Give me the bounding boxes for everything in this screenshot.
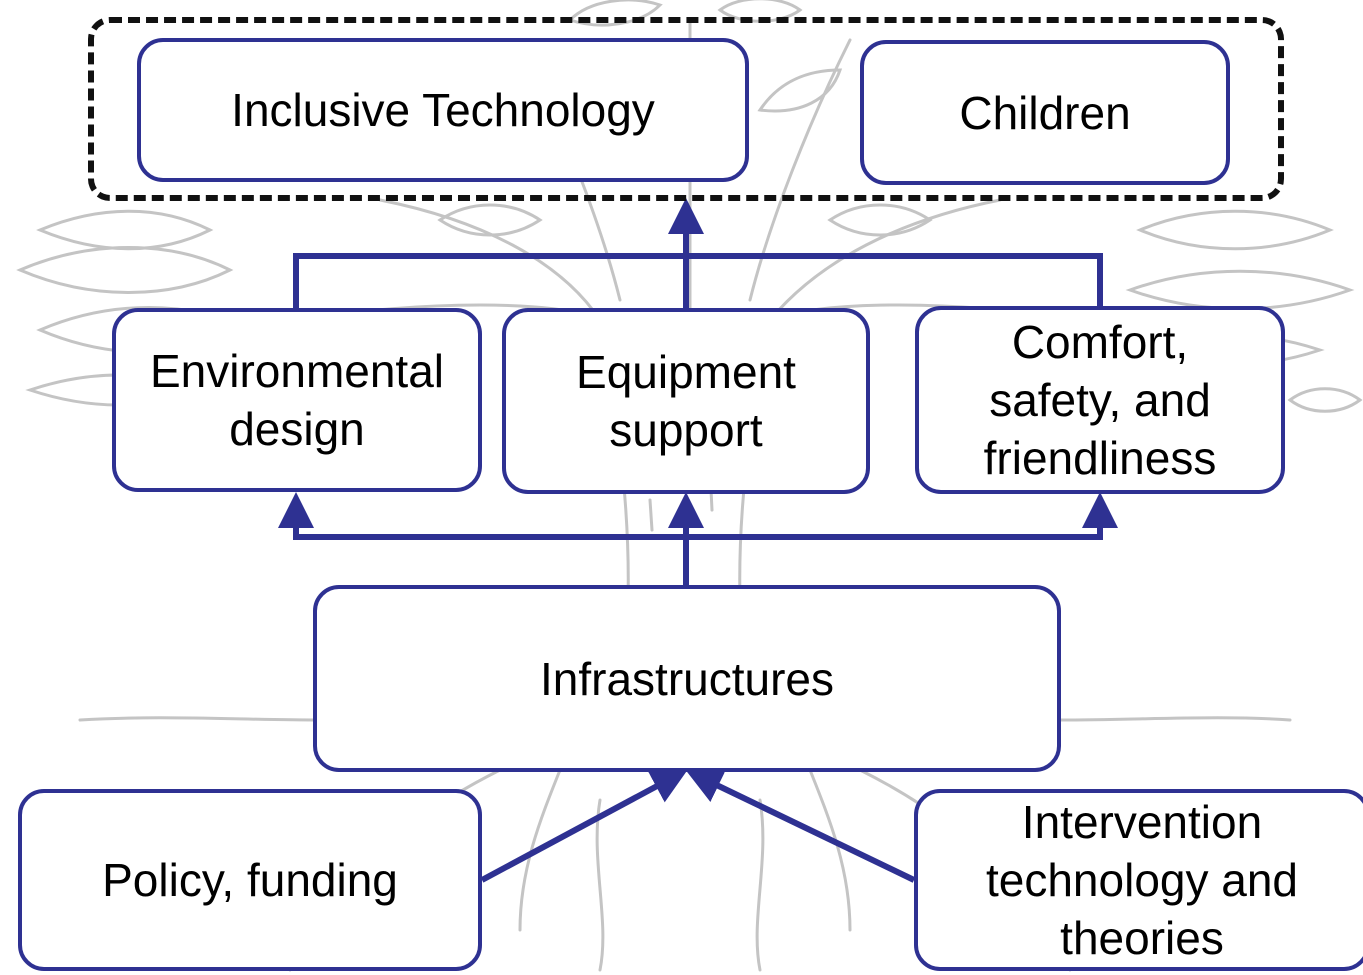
edge-intervention-to-infra <box>685 769 916 883</box>
node-label: Children <box>959 86 1131 139</box>
node-environmental-design: Environmental design <box>112 308 482 492</box>
node-label: Equipment support <box>576 346 796 456</box>
node-label: Intervention technology and theories <box>985 796 1299 964</box>
node-label: Infrastructures <box>540 652 834 705</box>
node-children: Children <box>860 40 1230 185</box>
edge-infra-bracket <box>293 510 1103 540</box>
node-infrastructures: Infrastructures <box>313 585 1061 772</box>
node-intervention-technology-theories: Intervention technology and theories <box>914 789 1363 971</box>
node-policy-funding: Policy, funding <box>18 789 482 971</box>
edge-middle-bracket <box>293 253 1103 308</box>
target-group-frame <box>88 17 1284 201</box>
node-equipment-support: Equipment support <box>502 308 870 494</box>
node-inclusive-technology: Inclusive Technology <box>137 38 749 182</box>
node-label: Comfort, safety, and friendliness <box>983 316 1217 484</box>
node-label: Environmental design <box>149 345 445 455</box>
edge-policy-to-infra <box>480 769 688 883</box>
node-label: Inclusive Technology <box>231 84 655 136</box>
node-comfort-safety-friendliness: Comfort, safety, and friendliness <box>915 306 1285 494</box>
node-label: Policy, funding <box>102 854 398 906</box>
